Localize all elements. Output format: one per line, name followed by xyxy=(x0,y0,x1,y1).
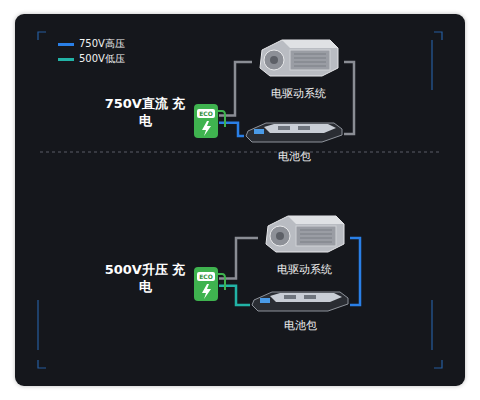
power-wire xyxy=(219,123,244,136)
power-wire xyxy=(350,238,360,305)
legend-text: 750V高压 xyxy=(79,37,125,51)
motor-picture xyxy=(252,36,344,80)
battery-pack: 电池包 xyxy=(250,290,350,333)
legend-row: 750V高压 xyxy=(58,37,125,51)
charge-mode-label: 500V升压 充电 xyxy=(100,262,190,296)
background-panel xyxy=(15,14,465,386)
charger-icon: ECO xyxy=(193,266,219,302)
power-wire xyxy=(219,238,258,279)
charge-mode-label: 750V直流 充电 xyxy=(100,96,190,130)
legend-swatch xyxy=(58,58,74,61)
battery-picture xyxy=(244,121,344,143)
motor-unit: 电驱动系统 xyxy=(252,36,344,101)
eco-label: ECO xyxy=(197,109,215,118)
unit-name: 电池包 xyxy=(250,318,350,333)
battery-picture xyxy=(250,290,350,312)
motor-picture xyxy=(258,212,350,256)
charger-icon: ECO xyxy=(193,103,219,139)
unit-name: 电驱动系统 xyxy=(252,86,344,101)
battery-pack: 电池包 xyxy=(244,121,344,164)
power-wire xyxy=(219,286,250,305)
unit-name: 电驱动系统 xyxy=(258,262,350,277)
legend-text: 500V低压 xyxy=(79,52,125,66)
unit-name: 电池包 xyxy=(244,149,344,164)
power-wire xyxy=(344,62,354,134)
power-wire xyxy=(219,62,252,116)
legend-swatch xyxy=(58,43,74,46)
legend-row: 500V低压 xyxy=(58,52,125,66)
eco-label: ECO xyxy=(197,272,215,281)
motor-unit: 电驱动系统 xyxy=(258,212,350,277)
